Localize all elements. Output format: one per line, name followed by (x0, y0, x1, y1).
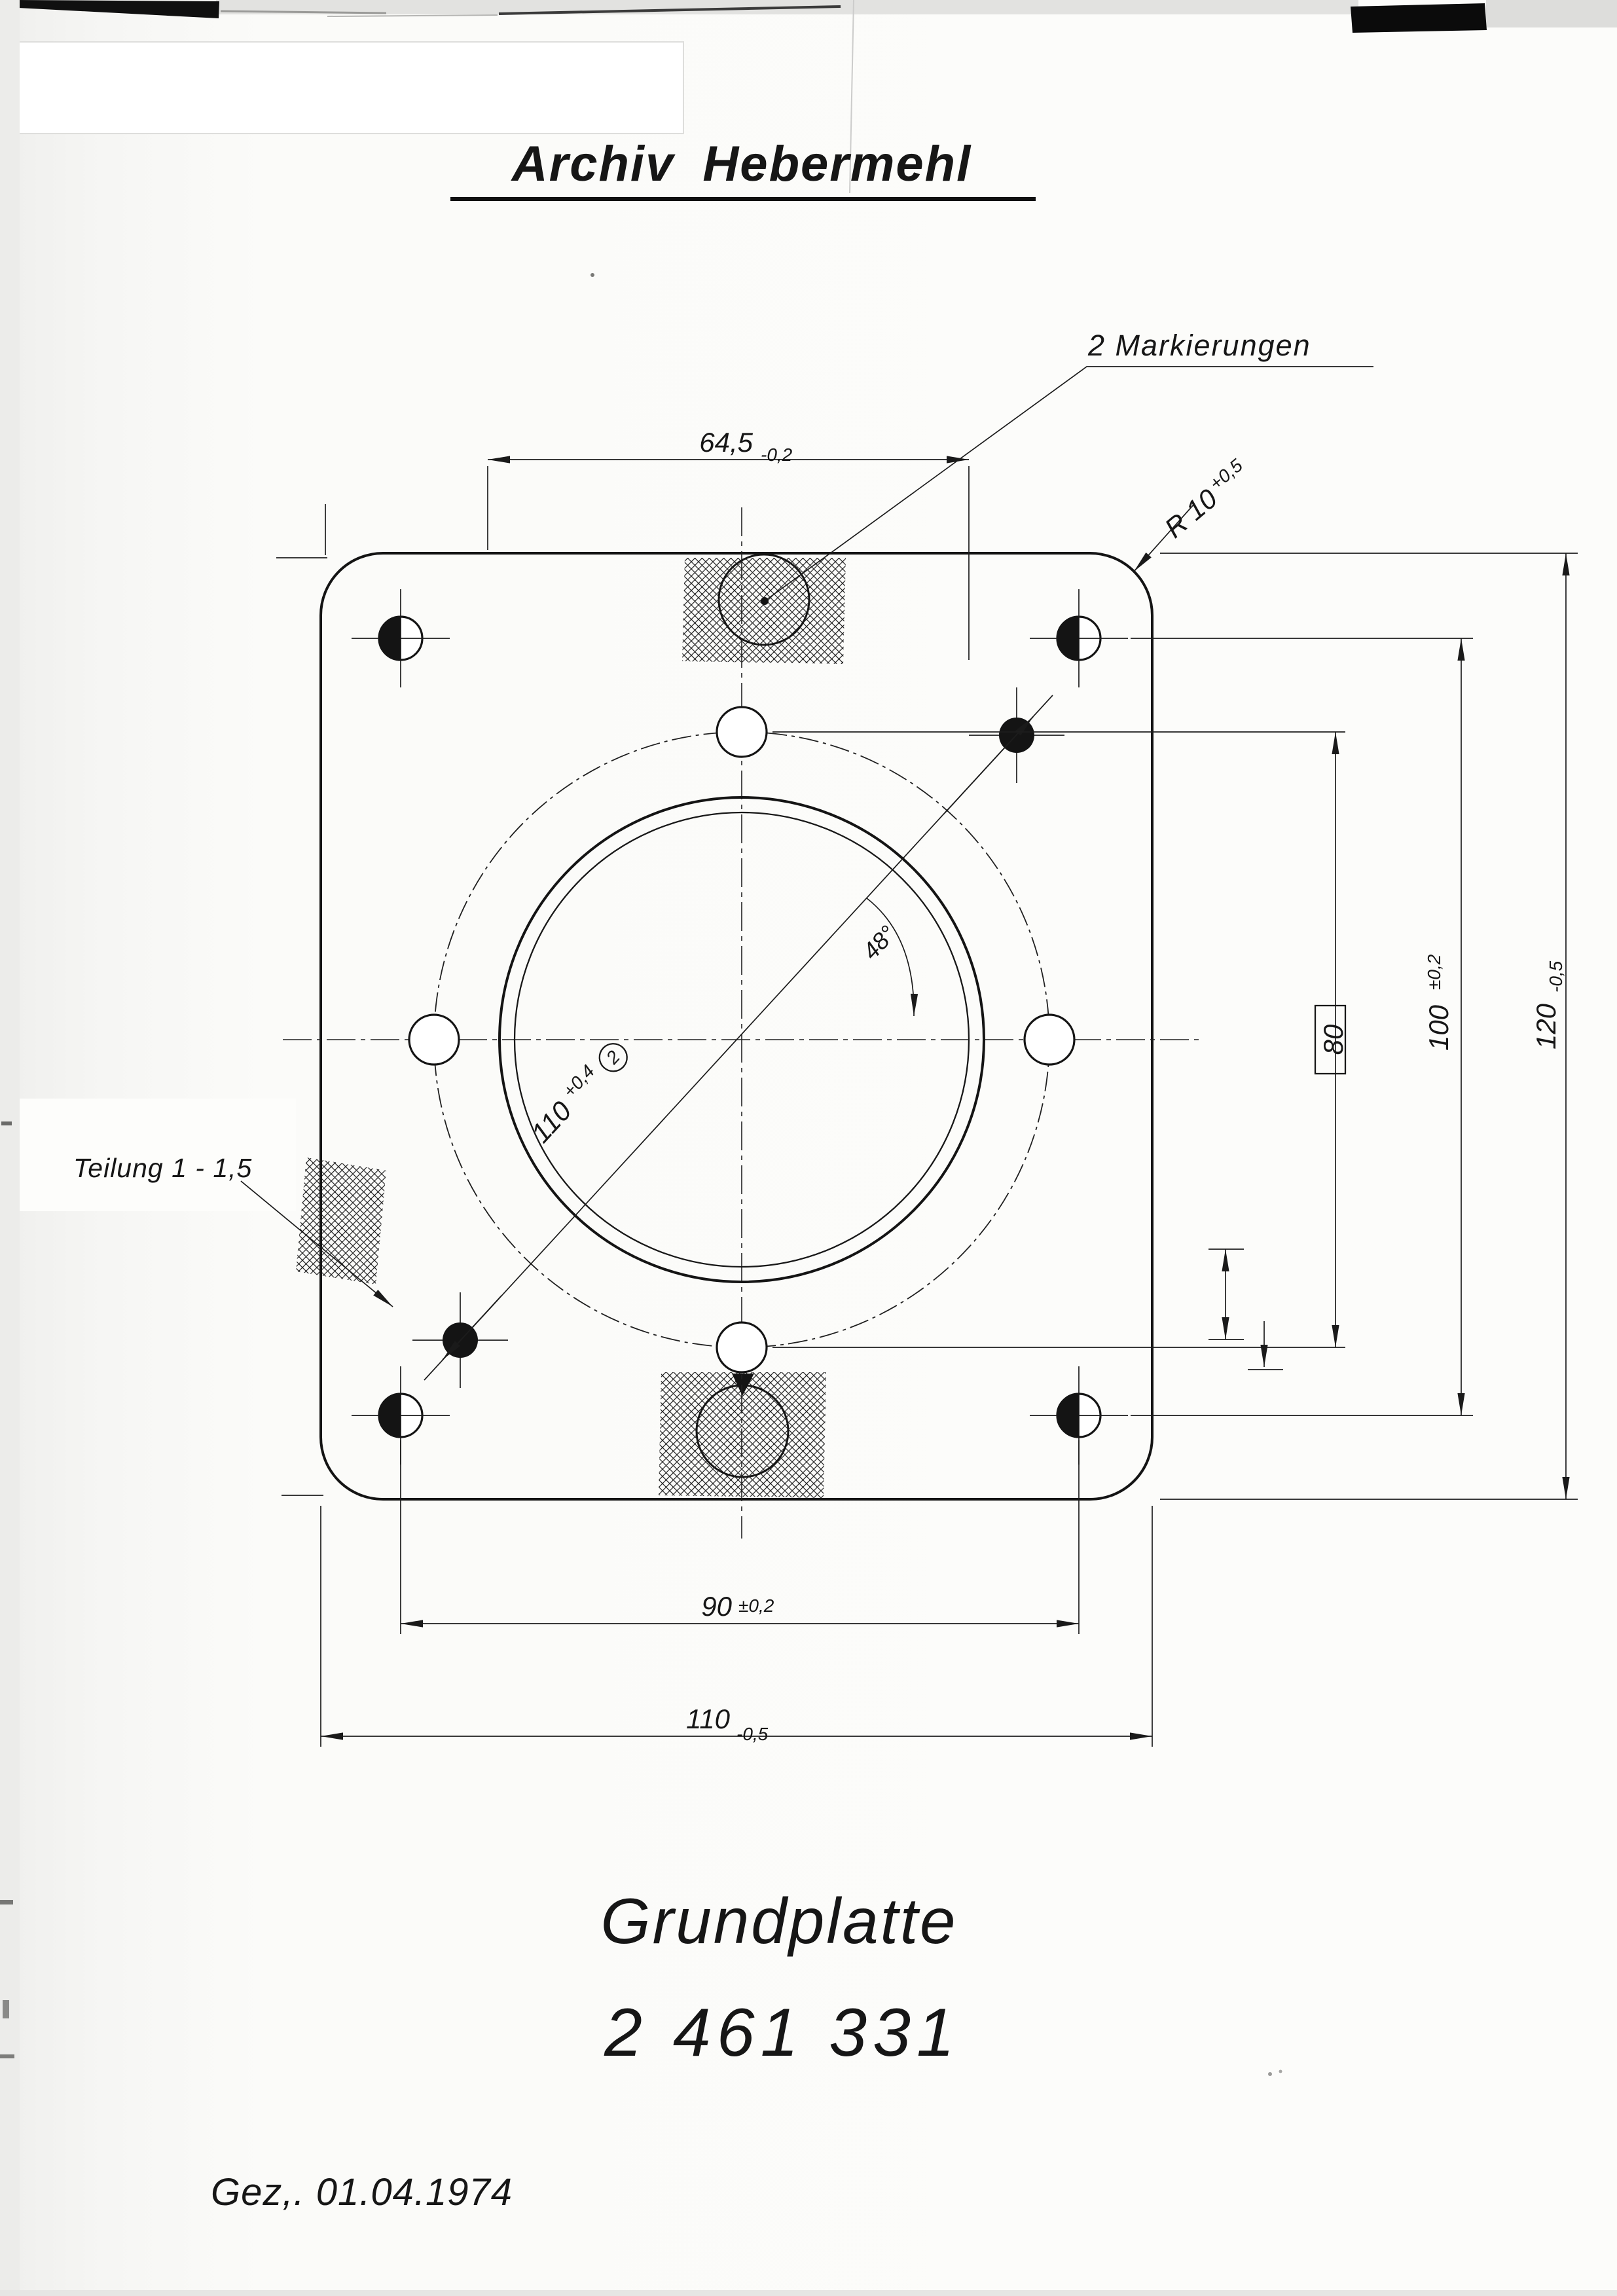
dimension-plate-height: 120 -0,5 (1160, 553, 1578, 1500)
plate-outline (319, 552, 1154, 1501)
hatched-area-left (296, 1157, 386, 1285)
dimension-hole-spacing-vertical: 100 ±0,2 (1131, 638, 1473, 1416)
construction-ticks (276, 504, 327, 1496)
scan-white-patch-left (0, 1099, 296, 1211)
markings-callout: 2 Markierungen (761, 329, 1373, 605)
dim-r10-tol: +0,5 (1206, 455, 1247, 494)
signature-date: Gez,. 01.04.1974 (211, 2171, 513, 2214)
dim-diagonal-value: 110 (525, 1095, 577, 1148)
center-bore-outer-circle (498, 796, 985, 1283)
auxiliary-dimension-arrows (1208, 1248, 1283, 1370)
bottom-wedge-mark (732, 1374, 754, 1396)
bolt-hole-bottom (716, 1321, 768, 1374)
corner-hole-bottom-right (1030, 1366, 1128, 1465)
bolt-hole-left (408, 1013, 460, 1066)
page-titles: Archiv Hebermehl Grundplatte 2 461 331 G… (211, 136, 1036, 2214)
dim-diagonal-tol: +0,4 (559, 1061, 598, 1102)
hatched-area-bottom (659, 1372, 826, 1498)
dimension-top-width: 64,5 -0,2 (487, 427, 970, 660)
dim-64-tol: -0,2 (761, 445, 793, 465)
dim-90-tol: ±0,2 (738, 1595, 774, 1616)
dimension-angle: 48° (857, 898, 918, 1017)
dim-diagonal-flag: 2 (602, 1046, 624, 1068)
dim-120-value: 120 (1531, 1003, 1561, 1049)
corner-hole-bottom-left (352, 1366, 450, 1465)
dim-90-value: 90 (701, 1591, 732, 1622)
dimension-corner-radius: R 10 +0,5 (1133, 455, 1247, 572)
archive-title: Archiv Hebermehl (511, 136, 972, 192)
dimension-bolt-span: 80 (772, 731, 1349, 1348)
part-number: 2 461 331 (604, 1995, 960, 2071)
dim-120-tol: -0,5 (1546, 960, 1566, 993)
dimension-hole-spacing-horizontal: 90 ±0,2 (400, 1440, 1080, 1634)
part-name: Grundplatte (600, 1885, 957, 1957)
center-bore-inner-circle (513, 811, 970, 1268)
leader-dot (761, 597, 769, 605)
scan-white-patch-top (9, 41, 684, 134)
dim-110-value: 110 (686, 1704, 731, 1734)
dim-100-tol: ±0,2 (1424, 954, 1444, 990)
dim-64-value: 64,5 (699, 427, 753, 458)
bolt-holes (408, 706, 1076, 1374)
hatched-area-top (682, 553, 846, 664)
dimension-plate-width: 110 -0,5 (320, 1506, 1153, 1747)
pitch-callout: Teilung 1 - 1,5 (73, 1153, 393, 1307)
dim-100-value: 100 (1423, 1004, 1454, 1051)
pitch-label: Teilung 1 - 1,5 (73, 1153, 252, 1183)
scan-black-strip-right (1351, 3, 1487, 33)
scan-black-strip-left (18, 0, 219, 18)
dim-80-box (1314, 1004, 1347, 1075)
corner-hole-top-right (1030, 589, 1128, 687)
bolt-hole-right (1023, 1013, 1076, 1066)
dim-80-value: 80 (1318, 1024, 1349, 1055)
bolt-hole-top (716, 706, 768, 758)
dim-110-tol: -0,5 (736, 1724, 769, 1744)
dim-r10-value: R 10 (1159, 483, 1224, 543)
corner-hole-top-left (352, 589, 450, 687)
markings-label: 2 Markierungen (1087, 329, 1311, 362)
dim-angle-value: 48° (857, 920, 901, 965)
